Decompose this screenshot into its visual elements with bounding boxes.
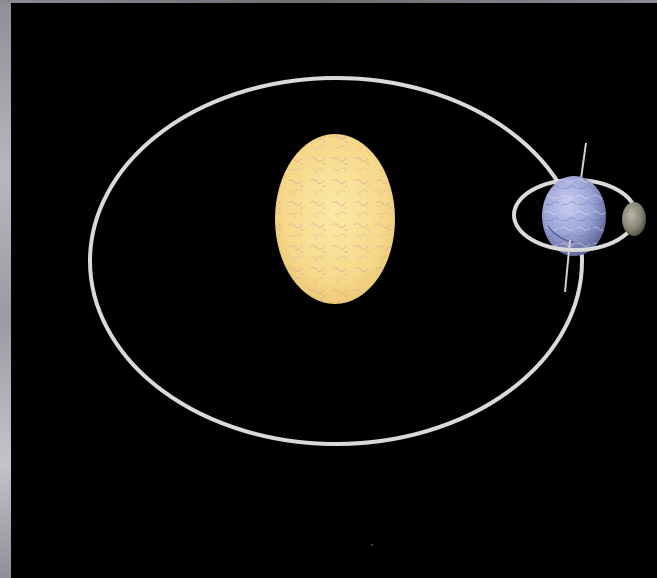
sun — [275, 134, 395, 304]
faint-speck — [371, 544, 373, 546]
earth — [542, 176, 606, 256]
moon — [622, 202, 646, 236]
